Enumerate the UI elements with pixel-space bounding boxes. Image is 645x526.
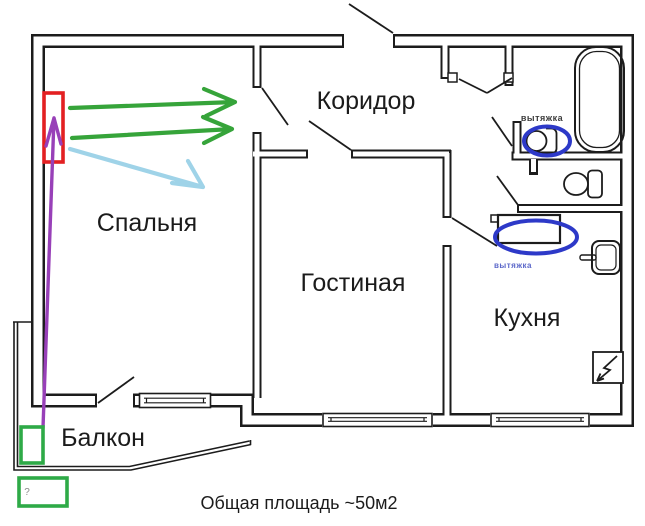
kitchen-sink: [579, 240, 621, 275]
closet-jamb-right: [503, 72, 514, 83]
lightning-arrow-icon: [596, 355, 618, 382]
question-label: ?: [24, 487, 30, 498]
blue-ellipse-kitchen-vent: [493, 218, 579, 256]
electrical-panel: [592, 351, 624, 384]
balcony-outline: [13, 321, 252, 471]
interior-walls: [252, 47, 623, 416]
markup-annotations: [17, 86, 579, 508]
bedroom-door: [261, 87, 289, 126]
light-blue-arrow: [67, 146, 206, 190]
green-arrow-1: [67, 86, 238, 119]
toilet: [563, 169, 603, 199]
bedroom-label: Спальня: [97, 209, 197, 237]
kitchen-label: Кухня: [494, 304, 561, 332]
balcony-parapet-inner: [16, 322, 250, 468]
balcony-door: [97, 376, 135, 404]
balcony-connector: [13, 321, 252, 445]
walls: [31, 34, 634, 427]
labels: Спальня Коридор Гостиная Кухня Балкон Об…: [24, 87, 563, 513]
blue-ellipse-bathroom-vent: [522, 124, 572, 158]
fixtures: [490, 46, 625, 384]
area-caption: Общая площадь ~50м2: [201, 493, 398, 513]
green-arrow-2: [69, 114, 235, 146]
kitchen-door: [451, 217, 498, 247]
wall-end-caps: [95, 34, 538, 408]
bathtub: [574, 46, 625, 153]
closet-jamb-left: [447, 72, 458, 83]
green-rect-question: [17, 476, 69, 508]
living-room-door: [308, 120, 352, 151]
kitchen-vent-label: вытяжка: [494, 261, 532, 270]
windows: [138, 392, 590, 428]
purple-arrow: [41, 116, 63, 430]
closet-door-left: [458, 78, 488, 94]
interior-walls-channel: [253, 45, 623, 417]
balcony-label: Балкон: [61, 424, 145, 452]
bedroom-window: [138, 392, 212, 409]
bathroom-vent-label: вытяжка: [521, 113, 564, 123]
living-room-label: Гостиная: [301, 269, 406, 297]
doors: [97, 3, 519, 404]
closet-door-right: [486, 77, 513, 94]
kitchen-window: [490, 412, 590, 428]
entrance-door: [348, 3, 394, 34]
living-room-window: [322, 412, 433, 428]
outer-walls-channel: [33, 36, 632, 425]
toilet-door: [496, 175, 519, 206]
green-rect-balcony: [19, 425, 45, 465]
corridor-label: Коридор: [317, 87, 416, 115]
balcony-parapet-outer: [13, 322, 252, 471]
bathroom-door: [491, 116, 513, 147]
